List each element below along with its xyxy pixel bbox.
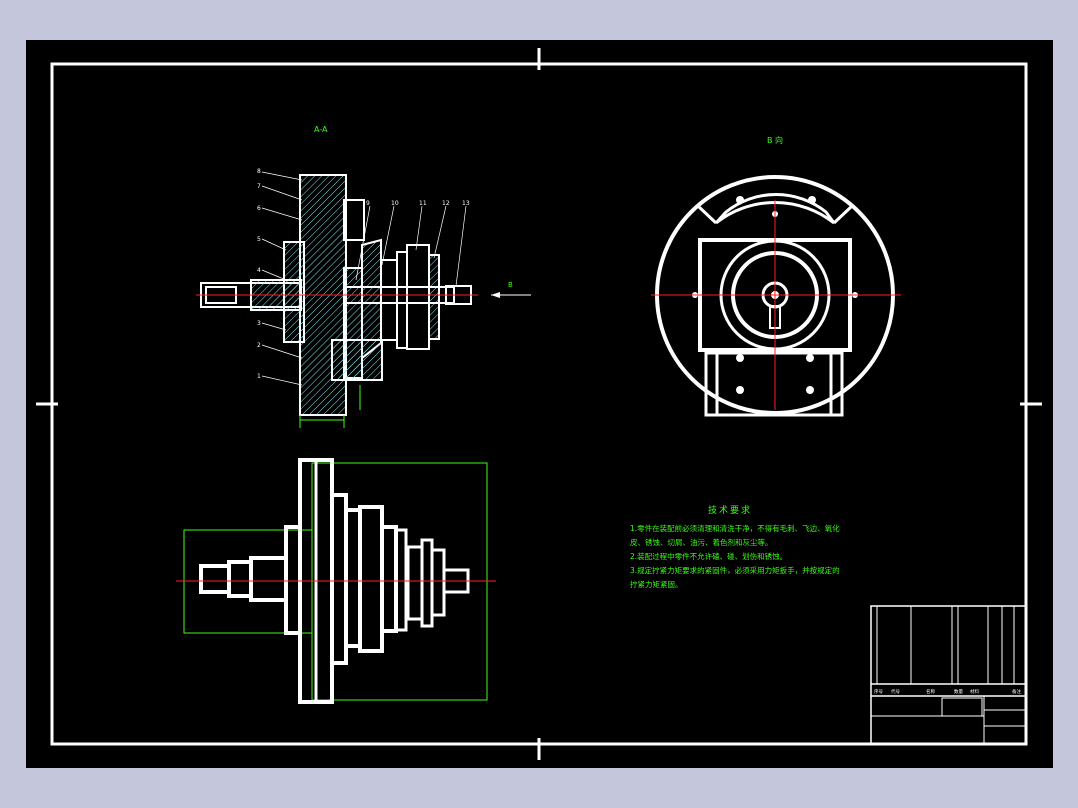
title-block-header: 名称: [926, 688, 935, 695]
drawing-sheet: A-A B: [26, 40, 1053, 768]
drawing-frame: [50, 62, 1028, 746]
title-block-header: 材料: [970, 688, 979, 695]
tech-requirement-line: 拧紧力矩紧固。: [630, 580, 683, 589]
tech-requirement-line: 1.零件在装配前必须清理和清洗干净，不得有毛刺、飞边、氧化: [630, 524, 840, 533]
part-number: 5: [257, 236, 261, 243]
part-number: 13: [462, 200, 470, 207]
section-label: A-A: [314, 125, 328, 134]
part-number: 4: [257, 267, 261, 274]
tech-requirement-line: 2.装配过程中零件不允许磕、碰、划伤和锈蚀。: [630, 552, 788, 561]
title-block-header: 序号: [874, 688, 883, 695]
title-block-header: 备注: [1012, 688, 1021, 695]
section-view-aa: A-A B: [196, 125, 531, 428]
elevation-view: [176, 458, 496, 704]
tech-requirement-line: 皮、锈蚀、切屑、油污、着色剂和灰尘等。: [630, 538, 773, 547]
part-number: 10: [391, 200, 399, 207]
title-block-header: 数量: [954, 688, 963, 695]
part-number: 1: [257, 373, 261, 380]
tech-requirements-title: 技术要求: [707, 506, 752, 516]
view-b: B 向: [651, 135, 901, 417]
part-number: 11: [419, 200, 427, 207]
part-number: 3: [257, 320, 261, 327]
view-b-label: B 向: [767, 135, 783, 145]
arrow-label: B: [508, 281, 513, 289]
technical-requirements: 技术要求 1.零件在装配前必须清理和清洗干净，不得有毛刺、飞边、氧化 皮、锈蚀、…: [630, 503, 840, 592]
part-number: 12: [442, 200, 450, 207]
part-number: 7: [257, 183, 261, 190]
part-number: 8: [257, 168, 261, 175]
title-block: 序号 代号 名称 数量 材料 备注: [870, 605, 1027, 745]
part-number: 9: [366, 200, 370, 207]
title-block-header: 代号: [891, 688, 900, 695]
tech-requirement-line: 3.规定拧紧力矩要求的紧固件，必须采用力矩扳手，并按规定的: [630, 566, 840, 575]
part-number: 2: [257, 342, 261, 349]
part-number: 6: [257, 205, 261, 212]
cad-drawing: A-A B: [36, 48, 1042, 760]
